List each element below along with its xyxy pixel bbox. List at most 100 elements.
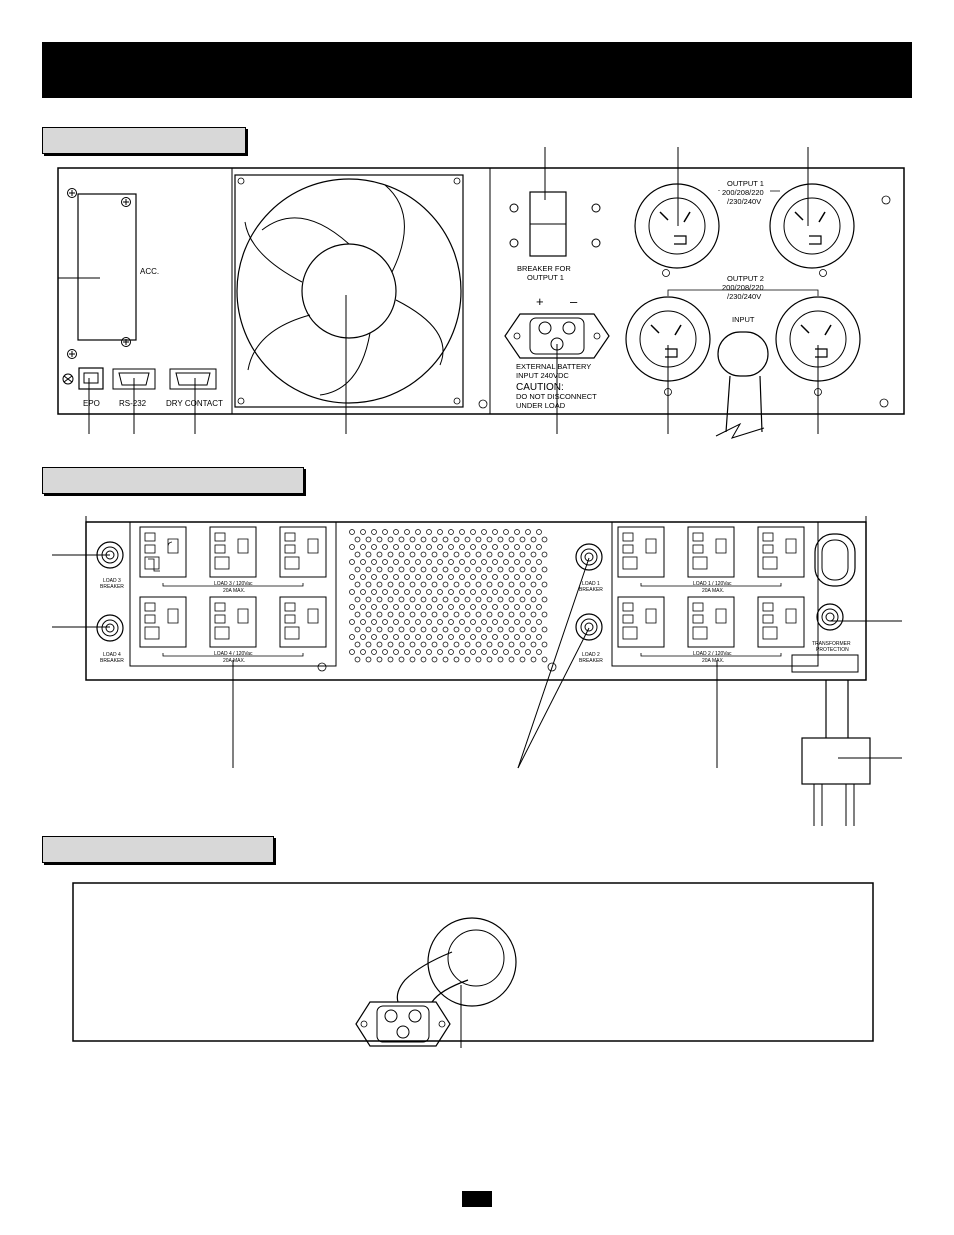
vent-hole — [382, 649, 388, 655]
vent-hole — [448, 529, 454, 535]
vent-hole — [398, 536, 405, 543]
vent-hole — [497, 581, 504, 588]
vent-hole — [497, 656, 504, 663]
vent-hole — [464, 596, 471, 603]
vent-hole — [354, 581, 361, 588]
page-header-bar — [42, 42, 912, 98]
vent-hole — [486, 536, 493, 543]
output2-label-line-1: OUTPUT 2 — [727, 274, 764, 283]
vent-hole — [525, 634, 531, 640]
vent-hole — [448, 619, 454, 625]
vent-hole — [541, 611, 548, 618]
vent-hole — [365, 626, 372, 633]
vent-hole — [398, 581, 405, 588]
vent-hole — [404, 559, 410, 565]
vent-hole — [442, 656, 449, 663]
vent-hole — [492, 589, 498, 595]
vent-hole — [514, 604, 520, 610]
vent-hole — [382, 529, 388, 535]
vent-hole — [503, 589, 509, 595]
vent-hole — [409, 626, 416, 633]
vent-hole — [404, 649, 410, 655]
input-label: INPUT — [732, 315, 755, 324]
vent-hole — [354, 641, 361, 648]
vent-hole — [536, 559, 542, 565]
epo-port — [62, 367, 104, 390]
vent-hole — [519, 641, 526, 648]
vent-hole — [541, 596, 548, 603]
battery-minus-sign: – — [570, 294, 578, 309]
section-tab-transformer-panel — [42, 467, 304, 494]
output1-receptacle-left — [634, 183, 720, 277]
vent-hole — [508, 566, 515, 573]
vent-hole — [354, 596, 361, 603]
vent-hole — [519, 596, 526, 603]
vent-hole — [492, 529, 498, 535]
transformer-plug — [801, 680, 871, 826]
vent-hole — [530, 536, 537, 543]
vent-hole — [354, 536, 361, 543]
vent-hole — [349, 559, 355, 565]
vent-hole — [365, 596, 372, 603]
vent-hole — [393, 604, 399, 610]
vent-hole — [360, 634, 366, 640]
load2-outlets-label-2: 20A MAX. — [702, 658, 724, 664]
vent-hole — [442, 581, 449, 588]
vent-hole — [371, 529, 377, 535]
vent-hole — [508, 626, 515, 633]
load3-breaker-label-1: LOAD 3 — [103, 578, 121, 584]
vent-hole — [371, 559, 377, 565]
vent-hole — [497, 611, 504, 618]
vent-hole-grid — [349, 529, 548, 663]
vent-hole — [404, 529, 410, 535]
vent-hole — [387, 566, 394, 573]
vent-hole — [387, 551, 394, 558]
vent-hole — [382, 544, 388, 550]
vent-hole — [376, 581, 383, 588]
vent-hole — [486, 566, 493, 573]
input-power-cord — [715, 331, 769, 439]
vent-hole — [442, 641, 449, 648]
vent-hole — [371, 544, 377, 550]
caution-title: CAUTION: — [516, 382, 564, 393]
vent-hole — [409, 641, 416, 648]
vent-hole — [437, 574, 443, 580]
epo-label: EPO — [83, 399, 100, 408]
vent-hole — [486, 641, 493, 648]
vent-hole — [431, 536, 438, 543]
vent-hole — [492, 559, 498, 565]
vent-hole — [387, 626, 394, 633]
vent-hole — [459, 649, 465, 655]
load4-breaker — [96, 614, 124, 642]
vent-hole — [376, 626, 383, 633]
vent-hole — [349, 619, 355, 625]
vent-hole — [431, 596, 438, 603]
vent-hole — [459, 604, 465, 610]
vent-hole — [475, 551, 482, 558]
vent-hole — [464, 566, 471, 573]
battery-cable-panel — [72, 882, 874, 1048]
vent-hole — [420, 581, 427, 588]
vent-hole — [514, 634, 520, 640]
top-callout-lines — [58, 147, 819, 434]
output1-breaker — [509, 191, 601, 257]
vent-hole — [382, 574, 388, 580]
vent-hole — [492, 604, 498, 610]
vent-hole — [481, 604, 487, 610]
vent-hole — [442, 566, 449, 573]
vent-hole — [393, 559, 399, 565]
output1-label-line-2: 200/208/220 — [722, 188, 764, 197]
vent-hole — [541, 656, 548, 663]
vent-hole — [415, 589, 421, 595]
vent-hole — [398, 566, 405, 573]
vent-hole — [470, 589, 476, 595]
vent-hole — [536, 574, 542, 580]
vent-hole — [470, 634, 476, 640]
vent-hole — [464, 641, 471, 648]
vent-hole — [376, 566, 383, 573]
vent-hole — [387, 596, 394, 603]
vent-hole — [365, 641, 372, 648]
vent-hole — [470, 574, 476, 580]
vent-hole — [470, 604, 476, 610]
vent-hole — [404, 604, 410, 610]
